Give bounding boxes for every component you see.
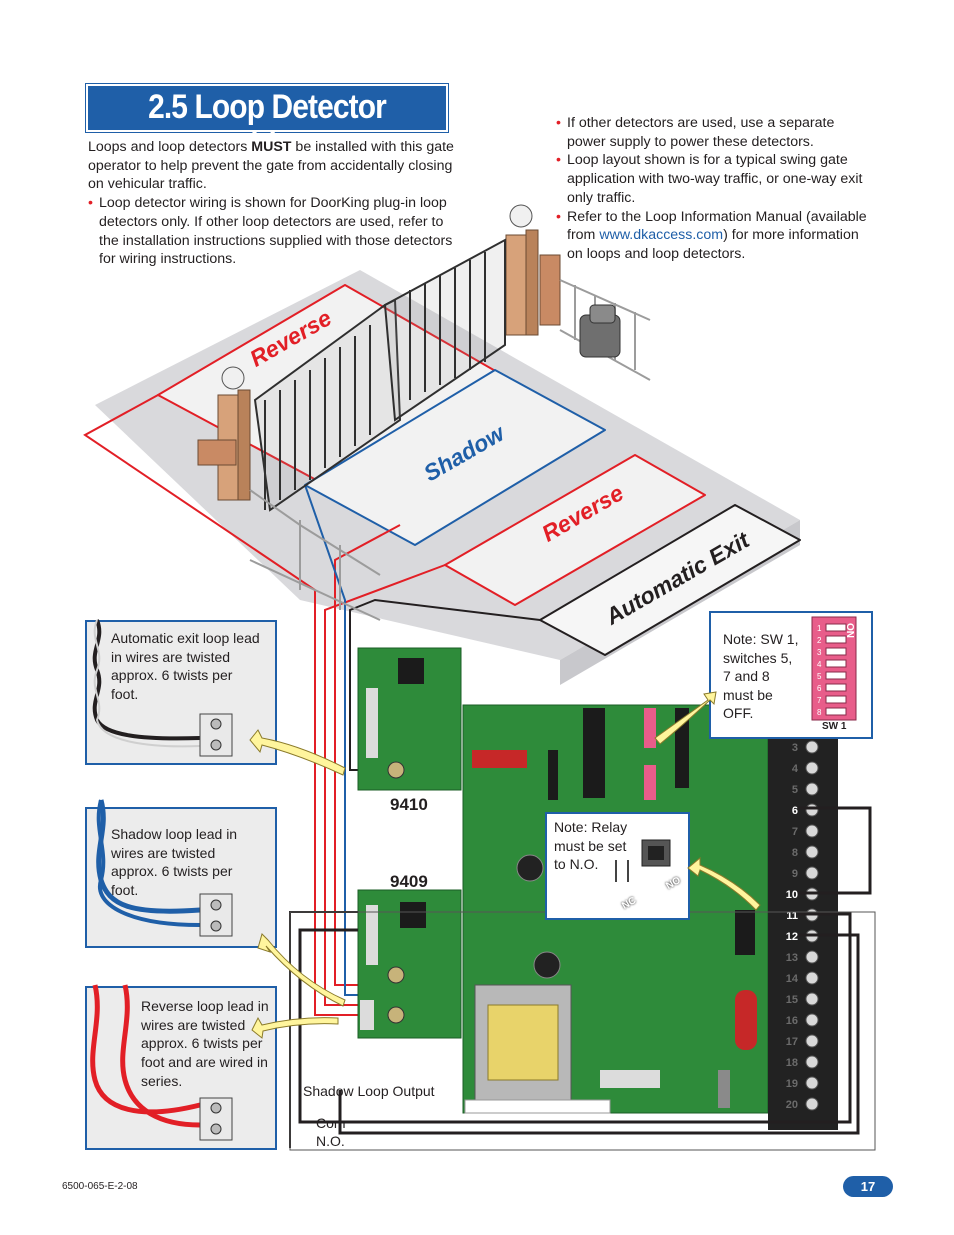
- terminal-screw: [805, 866, 819, 880]
- callout-auto-exit-text: Automatic exit loop lead in wires are tw…: [111, 630, 260, 703]
- dip-switch-number: 6: [817, 684, 822, 693]
- reverse-loop-bottom: [444, 454, 706, 606]
- dip-switch-number: 2: [817, 636, 822, 645]
- terminal-screw: [805, 803, 819, 817]
- sw1-label: SW 1: [822, 721, 847, 732]
- terminal-screw: [805, 1076, 819, 1090]
- terminal-number: 10: [786, 889, 798, 901]
- dip-switch: [825, 635, 847, 644]
- bullet-separate-power: If other detectors are used, use a separ…: [556, 114, 876, 151]
- board-9409-label: 9409: [390, 872, 428, 891]
- dip-switch: [825, 659, 847, 668]
- dip-switch-number: 1: [817, 624, 822, 633]
- terminal-number: 7: [792, 826, 798, 838]
- dip-switch-number: 7: [817, 696, 822, 705]
- terminal-number: 18: [786, 1057, 798, 1069]
- document-id: 6500-065-E-2-08: [62, 1181, 138, 1192]
- terminal-screw: [805, 992, 819, 1006]
- terminal-screw: [805, 1034, 819, 1048]
- page-number: 17: [843, 1176, 893, 1197]
- terminal-number: 9: [792, 868, 798, 880]
- terminal-screw: [805, 971, 819, 985]
- page-title-banner: 2.5 Loop Detector Wiring: [85, 83, 449, 165]
- page-title: 2.5 Loop Detector Wiring: [148, 88, 387, 165]
- terminal-screw: [805, 740, 819, 754]
- terminal-screw: [805, 761, 819, 775]
- dip-switch: [825, 707, 847, 716]
- intro-text: Loops and loop detectors MUST be install…: [88, 138, 456, 269]
- no-label: N.O.: [316, 1133, 345, 1149]
- terminal-number: 13: [786, 952, 798, 964]
- board-9410-label: 9410: [390, 795, 428, 814]
- terminal-number: 5: [792, 784, 798, 796]
- terminal-number: 8: [792, 847, 798, 859]
- terminal-number: 11: [786, 910, 798, 922]
- terminal-number: 12: [786, 931, 798, 943]
- intro-bullet: Loop detector wiring is shown for DoorKi…: [88, 194, 456, 269]
- terminal-number: 4: [792, 763, 799, 775]
- terminal-number: 19: [786, 1078, 798, 1090]
- dip-switch: [825, 671, 847, 680]
- right-bullets: If other detectors are used, use a separ…: [556, 114, 876, 264]
- terminal-number: 16: [786, 1015, 798, 1027]
- terminal-number: 17: [786, 1036, 798, 1048]
- terminal-screw: [805, 824, 819, 838]
- bullet-loop-manual: Refer to the Loop Information Manual (av…: [556, 208, 876, 264]
- callout-reverse-text: Reverse loop lead in wires are twisted a…: [141, 998, 269, 1089]
- terminal-screw: [805, 1013, 819, 1027]
- dip-switch: [825, 623, 847, 632]
- callout-shadow-text: Shadow loop lead in wires are twisted ap…: [111, 826, 238, 899]
- terminal-number: 15: [786, 994, 798, 1006]
- automatic-exit-loop: [539, 504, 801, 656]
- terminal-screw: [805, 782, 819, 796]
- dip-switch: [825, 647, 847, 656]
- note-relay-text: Note: Relay must be set to N.O.: [554, 819, 628, 873]
- dip-switch-number: 5: [817, 672, 822, 681]
- terminal-number: 20: [786, 1099, 798, 1111]
- intro-paragraph: Loops and loop detectors MUST be install…: [88, 139, 454, 193]
- dip-switch-number: 3: [817, 648, 822, 657]
- sw1-on-label: ON: [844, 623, 855, 638]
- shadow-loop-output-label: Shadow Loop Output: [303, 1083, 435, 1099]
- terminal-number: 6: [792, 805, 798, 817]
- note-sw1-text: Note: SW 1, switches 5, 7 and 8 must be …: [723, 631, 799, 722]
- dip-switch: [825, 683, 847, 692]
- com-label: Com: [316, 1115, 346, 1131]
- terminal-number: 14: [786, 973, 799, 985]
- dip-switch: [825, 695, 847, 704]
- terminal-strip: [768, 730, 838, 1130]
- bullet-loop-layout: Loop layout shown is for a typical swing…: [556, 151, 876, 207]
- terminal-screw: [805, 950, 819, 964]
- dip-switch-number: 8: [817, 708, 822, 717]
- terminal-number: 3: [792, 742, 798, 754]
- terminal-screw: [805, 845, 819, 859]
- dkaccess-link[interactable]: www.dkaccess.com: [599, 227, 724, 244]
- shadow-loop: [304, 369, 606, 546]
- terminal-screw: [805, 1097, 819, 1111]
- dip-switch-number: 4: [817, 660, 822, 669]
- terminal-screw: [805, 1055, 819, 1069]
